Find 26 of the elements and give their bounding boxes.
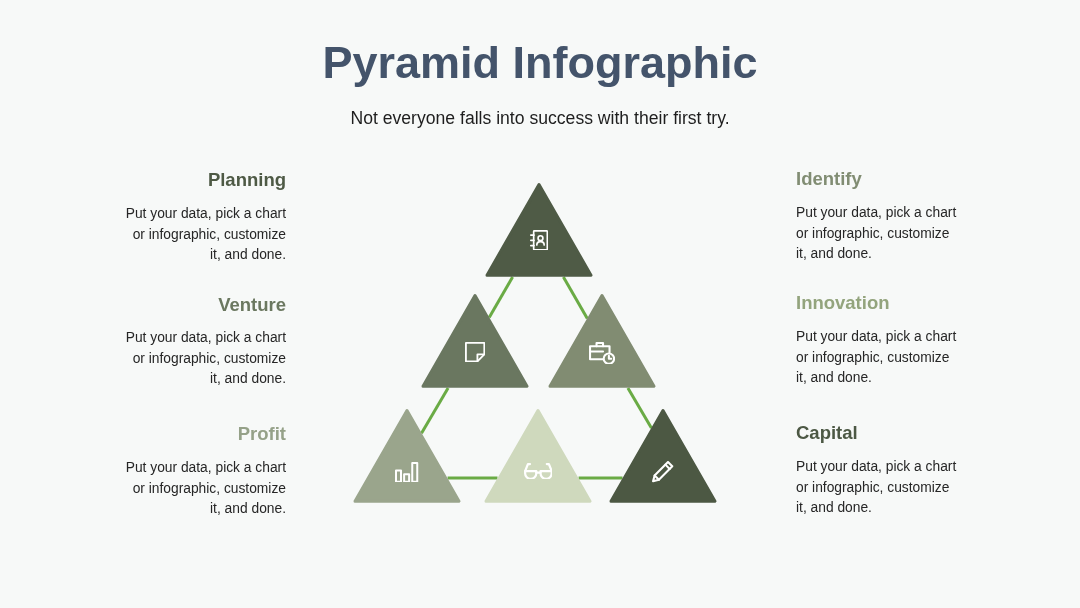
pyramid-triangle <box>608 408 718 503</box>
heading: Identify <box>796 168 862 190</box>
heading: Planning <box>207 169 286 191</box>
connector-line <box>562 276 589 320</box>
description: Put your data, pick a chart or infographic, customize it, and done. <box>796 204 958 263</box>
heading: Venture <box>218 294 286 316</box>
heading: Profit <box>237 423 286 445</box>
description: Put your data, pick a chart or infographic, customize it, and done. <box>124 459 286 518</box>
description: Put your data, pick a chart or infographic, customize it, and done. <box>124 329 286 388</box>
pyramid-triangle <box>484 182 594 277</box>
pyramid-triangle <box>547 293 657 388</box>
heading: Capital <box>796 422 858 444</box>
heading: Innovation <box>796 292 890 314</box>
title: Pyramid Infographic <box>322 36 758 90</box>
subtitle: Not everyone falls into success with their first try. <box>350 107 730 129</box>
connector-line <box>487 276 514 319</box>
pyramid-triangle <box>483 408 593 503</box>
pyramid-triangle <box>420 293 530 388</box>
connector-line <box>447 476 498 480</box>
connector-line <box>626 387 653 429</box>
description: Put your data, pick a chart or infographic, customize it, and done. <box>124 205 286 264</box>
description: Put your data, pick a chart or infographic, customize it, and done. <box>796 458 958 517</box>
pyramid-triangle <box>352 408 462 503</box>
connector-line <box>578 476 623 480</box>
connector-line <box>420 387 450 434</box>
description: Put your data, pick a chart or infographic, customize it, and done. <box>796 328 958 387</box>
